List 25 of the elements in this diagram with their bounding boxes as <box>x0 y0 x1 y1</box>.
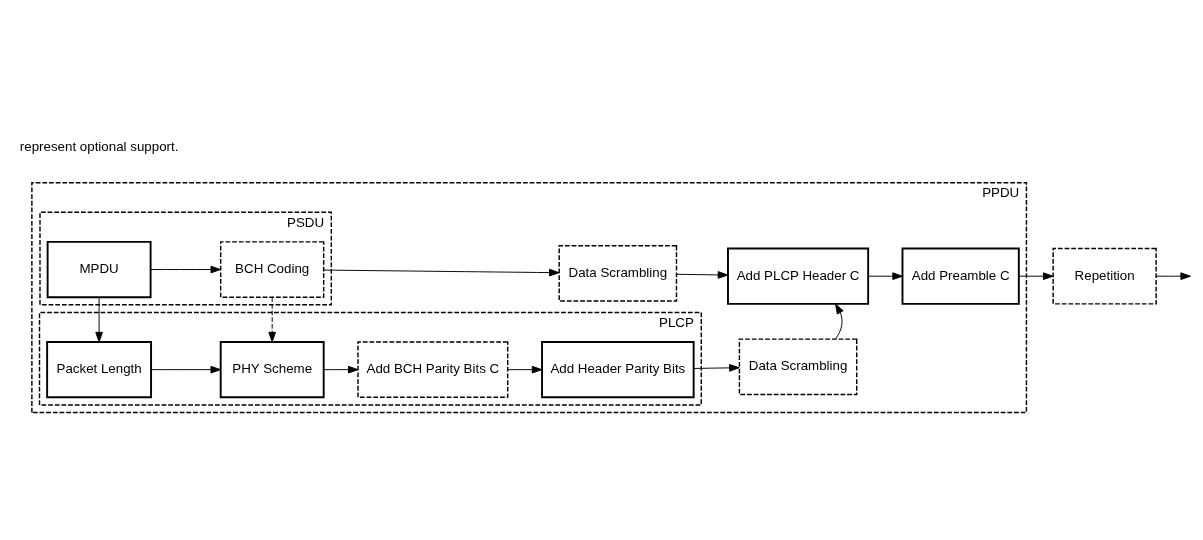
node-box: MPDU <box>46 240 152 299</box>
node-box: Packet Length <box>46 341 153 399</box>
arrow <box>693 364 740 372</box>
arrow <box>507 365 543 374</box>
arrow <box>1155 272 1191 280</box>
node-box: Data Scrambling <box>738 338 858 396</box>
node-box: Add PLCP Header C <box>727 247 870 305</box>
arrow <box>95 296 103 343</box>
arrow <box>868 272 903 280</box>
arrow <box>150 365 221 374</box>
arrow <box>323 268 560 277</box>
node-box: Add Preamble C <box>901 247 1020 305</box>
arrow <box>676 271 729 279</box>
node-box: PHY Scheme <box>219 341 325 399</box>
node-box: Add BCH Parity Bits C <box>357 341 509 398</box>
node-box: Data Scrambling <box>558 244 678 302</box>
label: represent optional support. <box>19 139 179 154</box>
arrow <box>1018 272 1054 280</box>
arrow <box>323 365 359 374</box>
arrow <box>150 265 221 274</box>
node-box: BCH Coding <box>219 241 325 298</box>
node-box: Repetition <box>1052 247 1157 305</box>
arrow <box>835 303 844 340</box>
arrow <box>268 296 276 343</box>
node-box: Add Header Parity Bits <box>541 341 695 399</box>
